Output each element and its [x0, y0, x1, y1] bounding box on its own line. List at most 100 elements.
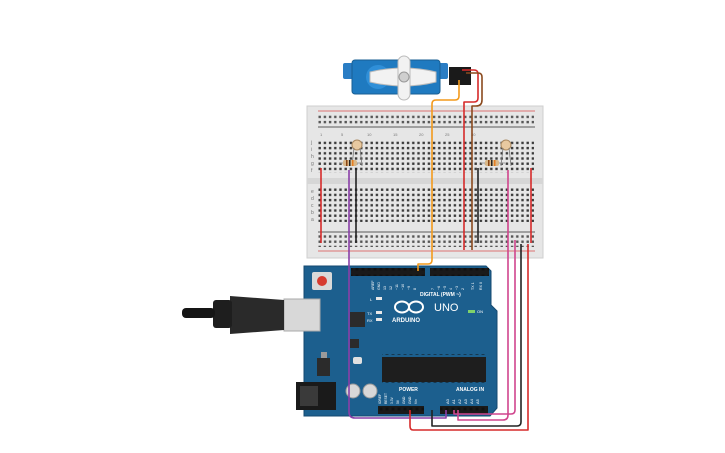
pin-label: A5 [475, 398, 480, 404]
chip-pins-bottom [382, 382, 486, 385]
photoresistor-right [500, 139, 512, 167]
pin-label: 7 [431, 288, 435, 290]
atmega-chip [382, 357, 486, 382]
power-pin-labels: IOREF RESET 3.3V 5V GND GND Vin [378, 393, 418, 404]
digital-header-label: DIGITAL (PWM ~) [420, 292, 461, 298]
pin-label: ~6 [437, 286, 441, 290]
row-letter: i [311, 147, 312, 153]
arduino-logo: ARDUINO [392, 300, 424, 324]
barrel-jack-inner [300, 386, 318, 406]
servo-shaft [398, 71, 410, 83]
row-letter: e [311, 189, 314, 195]
pin-label: ~9 [407, 286, 411, 290]
on-label: ON [477, 309, 483, 314]
pin-label: 2 [461, 288, 465, 290]
wire-ground-gnd [431, 244, 522, 427]
col-label: 30 [471, 132, 476, 137]
usb-cable-wire [182, 308, 215, 318]
pin-label-aref: AREF [371, 280, 375, 290]
pin-label: A4 [469, 398, 474, 404]
pin-label: A2 [457, 398, 462, 404]
col-label: 1 [320, 132, 323, 137]
pin-label: TX 1 [471, 282, 475, 290]
pin-label-gnd: GND [377, 282, 381, 290]
led-rx [376, 318, 382, 321]
usb-cable [182, 296, 321, 334]
pin-label: ~3 [455, 286, 459, 290]
row-letter: a [311, 217, 314, 223]
pin-label: ~10 [401, 284, 405, 290]
capacitor-2 [362, 383, 378, 399]
resistor-right [481, 160, 505, 166]
row-letter: j [310, 140, 312, 146]
wire-servo-signal [417, 80, 460, 271]
pin-label: IOREF [378, 394, 382, 404]
led-tx [376, 311, 382, 314]
column-numbers: 1 5 10 15 20 25 30 [320, 132, 476, 137]
analog-header-label: ANALOG IN [456, 387, 484, 393]
servo-motor [343, 55, 471, 101]
bottom-power-rail [318, 235, 534, 247]
digital-pin-labels: AREF GND 13 12 ~11 ~10 ~9 8 7 ~6 ~5 4 ~3… [371, 280, 483, 290]
usb-connector-metal [283, 298, 321, 332]
pin-label: 5V [396, 399, 400, 404]
pin-label: RESET [384, 393, 388, 404]
reset-button-cap[interactable] [317, 276, 327, 286]
wire-pink-a1 [457, 170, 509, 421]
pin-label: A1 [451, 398, 456, 404]
photoresistor-head [500, 139, 512, 151]
pin-label: 4 [449, 288, 453, 290]
capacitor-1 [345, 383, 361, 399]
pin-label: ~11 [395, 284, 399, 290]
terminal-strip-bottom [318, 188, 534, 222]
usb-chip [350, 312, 365, 327]
col-label: 10 [367, 132, 372, 137]
center-channel [307, 178, 543, 184]
wires [320, 69, 532, 431]
analog-pin-labels: A0 A1 A2 A3 A4 A5 [445, 398, 480, 404]
breadboard: 1 5 10 15 20 25 30 j i h g f e d c b a [306, 105, 544, 259]
wire-power-5v [409, 244, 529, 431]
wire-pink-a1-b [453, 240, 516, 415]
regulator-tab [321, 352, 327, 358]
wire-servo-ground [466, 72, 483, 250]
usb-plug-housing [230, 296, 284, 334]
photoresistor-head [351, 139, 363, 151]
power-header-holes [378, 406, 424, 414]
digital-header-left-holes [351, 268, 425, 276]
crystal [353, 357, 362, 364]
wire-purple-a0 [348, 170, 447, 419]
digital-header-right-holes [430, 268, 489, 276]
pin-label: 13 [383, 286, 387, 290]
col-label: 20 [419, 132, 424, 137]
pin-label: A0 [445, 398, 450, 404]
wire-servo-power [462, 69, 479, 250]
pin-label: A3 [463, 398, 468, 404]
row-letters: j i h g f e d c b a [310, 140, 314, 223]
pin-label: RX 0 [479, 282, 483, 290]
row-letter: g [311, 161, 314, 167]
analog-header-holes [440, 406, 488, 414]
led-label-tx: TX [367, 311, 372, 316]
led-indicators: L TX RX [367, 297, 382, 323]
power-header-label: POWER [399, 387, 418, 393]
led-label-rx: RX [367, 318, 373, 323]
power-led [468, 310, 475, 313]
pin-label: GND [408, 396, 412, 404]
logo-text: ARDUINO [392, 318, 420, 324]
servo-connector [449, 67, 471, 85]
pin-label: ~5 [443, 286, 447, 290]
top-power-rail [318, 113, 534, 125]
col-label: 15 [393, 132, 398, 137]
pin-label: 3.3V [390, 396, 394, 404]
pin-label: 8 [413, 288, 417, 290]
resistor-left [339, 160, 362, 166]
row-letter: f [311, 168, 313, 174]
row-letter: c [311, 203, 314, 209]
usb-strain-relief [213, 300, 232, 328]
voltage-regulator [317, 358, 330, 376]
chip-pins-top [382, 354, 486, 357]
col-label: 25 [445, 132, 450, 137]
pin-label: GND [402, 396, 406, 404]
